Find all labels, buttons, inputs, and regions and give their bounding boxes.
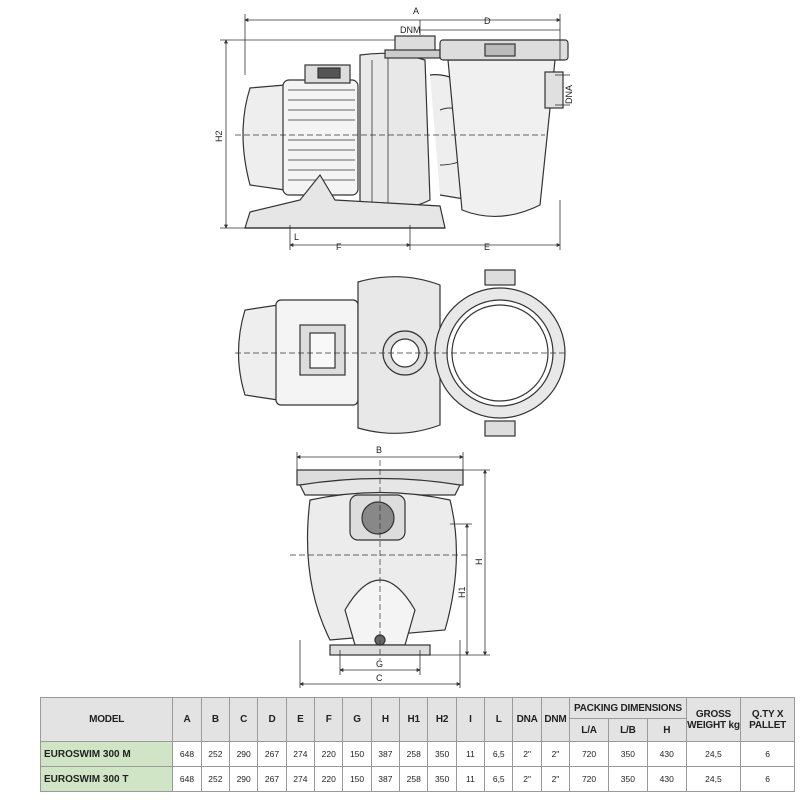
header-gross-weight: GROSS WEIGHT kg — [685, 697, 742, 742]
value-cell: 258 — [399, 741, 429, 767]
value-cell: 387 — [370, 741, 401, 767]
header-dim: I — [455, 697, 486, 742]
header-dim: L — [484, 697, 514, 742]
header-packing-sub: L/A — [569, 718, 609, 742]
label-L: L — [294, 232, 299, 242]
value-cell: 252 — [200, 741, 231, 767]
label-D: D — [484, 16, 491, 26]
packing-cell: 430 — [646, 766, 687, 792]
header-model: MODEL — [39, 697, 174, 742]
value-cell: 252 — [200, 766, 231, 792]
value-cell: 220 — [314, 766, 344, 792]
header-packing: PACKING DIMENSIONS — [569, 697, 687, 719]
value-cell: 648 — [172, 741, 202, 767]
value-cell: 350 — [427, 766, 457, 792]
value-cell: 274 — [285, 766, 316, 792]
value-cell: 11 — [455, 766, 486, 792]
model-cell: EUROSWIM 300 M — [39, 741, 174, 767]
header-dim: H2 — [427, 697, 457, 742]
table-row: EUROSWIM 300 T 648 252 290 267 274 220 1… — [39, 766, 795, 792]
front-body — [306, 491, 458, 641]
header-dim: E — [285, 697, 316, 742]
value-cell: 6,5 — [484, 741, 514, 767]
value-cell: 2" — [540, 766, 571, 792]
front-view — [290, 460, 470, 660]
header-qty-pallet: Q.TY X PALLET — [740, 697, 795, 742]
header-packing-sub: L/B — [607, 718, 648, 742]
label-DNM: DNM — [400, 25, 421, 35]
motor-endcap — [242, 84, 286, 191]
top-view — [235, 269, 566, 437]
label-G: G — [376, 659, 383, 669]
header-dim: B — [200, 697, 231, 742]
qty-pallet-cell: 6 — [740, 766, 795, 792]
header-packing-sub: H — [646, 718, 687, 742]
model-cell: EUROSWIM 300 T — [39, 766, 174, 792]
value-cell: 267 — [257, 766, 287, 792]
label-C: C — [376, 673, 383, 683]
packing-cell: 430 — [646, 741, 687, 767]
header-dim: C — [228, 697, 259, 742]
value-cell: 648 — [172, 766, 202, 792]
specification-table: MODEL A B C D E F G H H1 H2 I L DNA DNM … — [39, 697, 795, 792]
label-B: B — [376, 445, 382, 455]
value-cell: 150 — [342, 766, 372, 792]
side-view — [235, 35, 569, 229]
value-cell: 290 — [228, 741, 259, 767]
gross-weight-cell: 24,5 — [685, 766, 742, 792]
value-cell: 2" — [540, 741, 571, 767]
header-dim: G — [342, 697, 372, 742]
packing-cell: 350 — [607, 741, 648, 767]
packing-cell: 720 — [569, 741, 609, 767]
value-cell: 11 — [455, 741, 486, 767]
header-dim: D — [257, 697, 287, 742]
value-cell: 2" — [512, 766, 542, 792]
header-dim: H — [370, 697, 401, 742]
value-cell: 290 — [228, 766, 259, 792]
label-H1: H1 — [457, 586, 467, 598]
value-cell: 220 — [314, 741, 344, 767]
value-cell: 6,5 — [484, 766, 514, 792]
packing-cell: 350 — [607, 766, 648, 792]
motor-fan-cover — [237, 304, 279, 401]
value-cell: 274 — [285, 741, 316, 767]
header-dim: F — [314, 697, 344, 742]
value-cell: 267 — [257, 741, 287, 767]
label-F: F — [336, 242, 342, 252]
label-H: H — [474, 559, 484, 566]
header-dim: DNA — [512, 697, 542, 742]
value-cell: 2" — [512, 741, 542, 767]
prefilter-basket — [447, 59, 556, 217]
value-cell: 350 — [427, 741, 457, 767]
technical-drawing: A D DNM DNA H2 L F E — [214, 6, 574, 688]
value-cell: 387 — [370, 766, 401, 792]
header-dim: H1 — [399, 697, 429, 742]
pump-volute — [359, 52, 431, 210]
value-cell: 258 — [399, 766, 429, 792]
packing-cell: 720 — [569, 766, 609, 792]
label-E: E — [484, 242, 490, 252]
value-cell: 150 — [342, 741, 372, 767]
gross-weight-cell: 24,5 — [685, 741, 742, 767]
header-dim: A — [172, 697, 202, 742]
label-A: A — [413, 6, 419, 16]
pump-base — [244, 173, 446, 229]
table-row: EUROSWIM 300 M 648 252 290 267 274 220 1… — [39, 741, 795, 767]
label-H2: H2 — [214, 130, 224, 142]
qty-pallet-cell: 6 — [740, 741, 795, 767]
label-DNA: DNA — [564, 85, 574, 104]
header-dim: DNM — [540, 697, 571, 742]
